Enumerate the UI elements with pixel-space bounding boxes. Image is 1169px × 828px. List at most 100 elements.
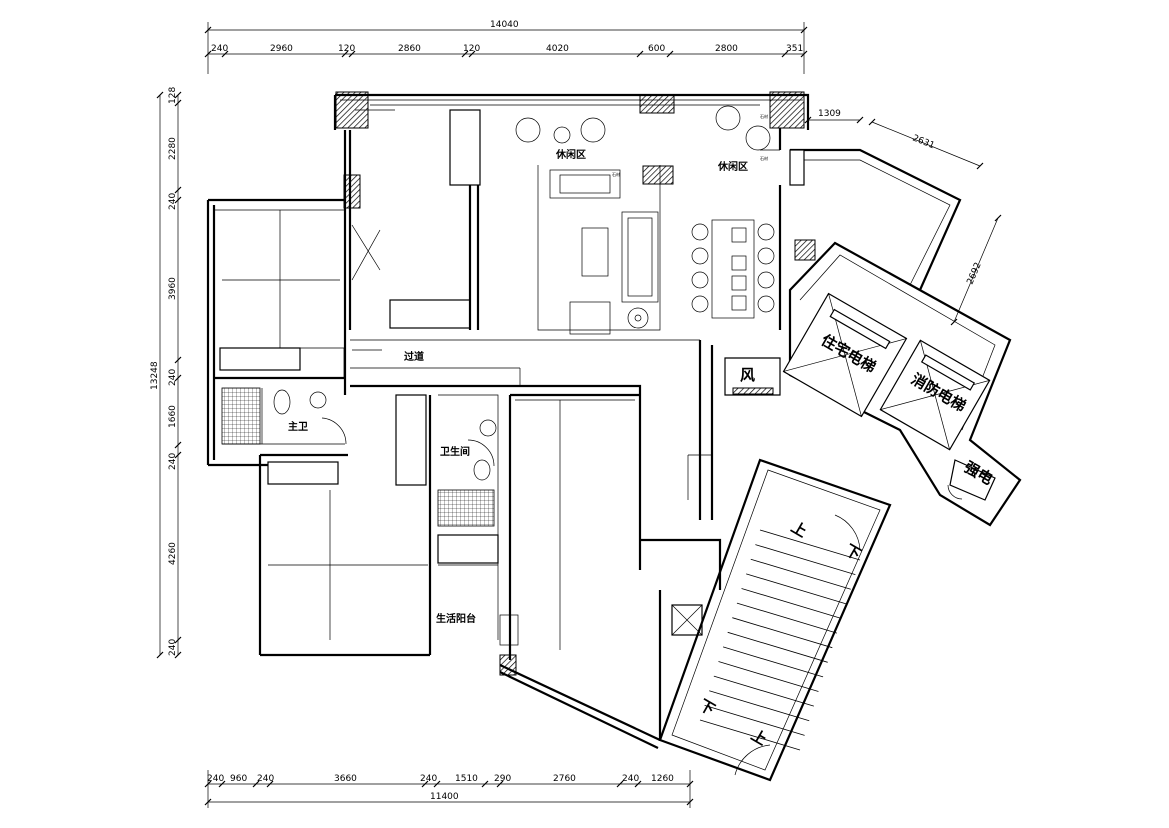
label-stone-2: 石材 — [760, 113, 768, 119]
left-dim-1: 128 — [168, 87, 178, 104]
dimension-tick — [174, 91, 182, 99]
stair-tread — [704, 705, 805, 736]
dimension-tick — [174, 186, 182, 194]
stair-tread — [759, 529, 861, 561]
dining-chair — [691, 247, 709, 265]
dimension-tick — [204, 50, 212, 58]
dimension-tick — [481, 780, 489, 788]
dimension-tick — [461, 50, 469, 58]
top-dim-6: 4020 — [546, 44, 569, 54]
elevator-core — [724, 241, 1022, 527]
bottom-dim-7: 290 — [494, 774, 511, 784]
left-dim-6: 1660 — [168, 405, 178, 428]
bottom-dim-5: 240 — [420, 774, 437, 784]
left-dim-8: 4260 — [168, 542, 178, 565]
dimension-tick — [252, 780, 260, 788]
top-dim-9: 351 — [786, 44, 803, 54]
dimension-tick — [433, 780, 441, 788]
dimension-tick — [468, 50, 476, 58]
bottom-dim-2: 960 — [230, 774, 247, 784]
top-dim-3: 120 — [338, 44, 355, 54]
dimension-tick — [636, 50, 644, 58]
dimension-tick — [616, 780, 624, 788]
dimension-tick — [174, 374, 182, 382]
stair-up-1: 上 — [788, 518, 810, 541]
dimension-tick — [174, 451, 182, 459]
dimension-tick — [221, 50, 229, 58]
bottom-dim-9: 240 — [622, 774, 639, 784]
dimension-tick — [266, 780, 274, 788]
dining-chair — [757, 271, 775, 289]
left-dim-3: 240 — [168, 193, 178, 210]
dimension-tick — [666, 50, 674, 58]
dimension-tick — [634, 780, 642, 788]
dimension-tick — [496, 780, 504, 788]
stair-tread — [727, 631, 828, 663]
left-dim-9: 240 — [168, 639, 178, 656]
left-total-dimension: 13248 — [150, 361, 160, 390]
dimension-tick — [174, 651, 182, 659]
room-labels: 休闲区 休闲区 过道 主卫 卫生间 生活阳台 住宅电梯 消防电梯 风 强电 上 … — [288, 113, 996, 749]
dining-chair — [757, 223, 775, 241]
angled-dim-b: 2631 — [911, 134, 936, 152]
top-dim-4: 2860 — [398, 44, 421, 54]
dimension-tick — [781, 50, 789, 58]
stair-tread — [709, 690, 810, 722]
dining-chair — [691, 223, 709, 241]
label-stone-3: 石材 — [760, 155, 768, 161]
stair-tread — [732, 617, 833, 649]
label-master-bath: 主卫 — [288, 420, 308, 433]
bottom-dim-4: 3660 — [334, 774, 357, 784]
bottom-dimensions: 240 960 240 3660 240 1510 290 2760 240 1… — [204, 770, 694, 808]
dimension-tick — [341, 50, 349, 58]
dining-chair — [757, 295, 775, 313]
fire-elevator — [879, 339, 991, 451]
angled-dim-a: 1309 — [818, 109, 841, 119]
top-dim-1: 240 — [211, 44, 228, 54]
label-stone-1: 石材 — [612, 171, 620, 177]
label-balcony: 生活阳台 — [436, 612, 476, 625]
left-dim-7: 240 — [168, 453, 178, 470]
top-dim-5: 120 — [463, 44, 480, 54]
dimension-tick — [800, 50, 808, 58]
bottom-dim-1: 240 — [207, 774, 224, 784]
left-dimensions: 13248 128 2280 240 3960 240 1660 240 426… — [150, 87, 182, 659]
angled-dim-c: 2692 — [966, 261, 984, 286]
dimension-tick — [174, 99, 182, 107]
top-dimensions: 14040 240 2960 120 2860 120 4020 600 280… — [204, 20, 808, 74]
walls — [206, 91, 962, 749]
dimension-tick — [174, 356, 182, 364]
dimension-tick — [174, 441, 182, 449]
stair-tread — [718, 661, 819, 692]
left-dim-5: 240 — [168, 369, 178, 386]
stairwell — [658, 458, 892, 782]
stair-tread — [746, 573, 847, 605]
angled-dimensions: 1309 2631 2692 — [804, 109, 1002, 326]
dining-chair — [691, 271, 709, 289]
label-leisure-2: 休闲区 — [717, 160, 748, 173]
stair-tread — [699, 719, 801, 751]
dimension-tick — [348, 50, 356, 58]
stair-tread — [722, 646, 824, 678]
bottom-dim-10: 1260 — [651, 774, 674, 784]
stair-tread — [750, 558, 851, 590]
top-dim-8: 2800 — [715, 44, 738, 54]
dining-chair — [691, 295, 709, 313]
top-dim-2: 2960 — [270, 44, 293, 54]
dining-chair — [757, 247, 775, 265]
label-leisure-1: 休闲区 — [555, 148, 586, 161]
stair-down-1: 下 — [842, 541, 864, 564]
top-total-dimension: 14040 — [490, 20, 519, 30]
dimension-tick — [174, 196, 182, 204]
top-dim-7: 600 — [648, 44, 665, 54]
label-corridor: 过道 — [404, 350, 424, 363]
label-wind: 风 — [740, 366, 755, 384]
label-bathroom: 卫生间 — [440, 445, 470, 458]
stair-tread — [736, 602, 838, 634]
dimension-tick — [218, 780, 226, 788]
stair-tread — [713, 675, 814, 707]
residential-elevator — [782, 292, 908, 418]
bottom-dim-3: 240 — [257, 774, 274, 784]
furniture — [222, 105, 775, 646]
